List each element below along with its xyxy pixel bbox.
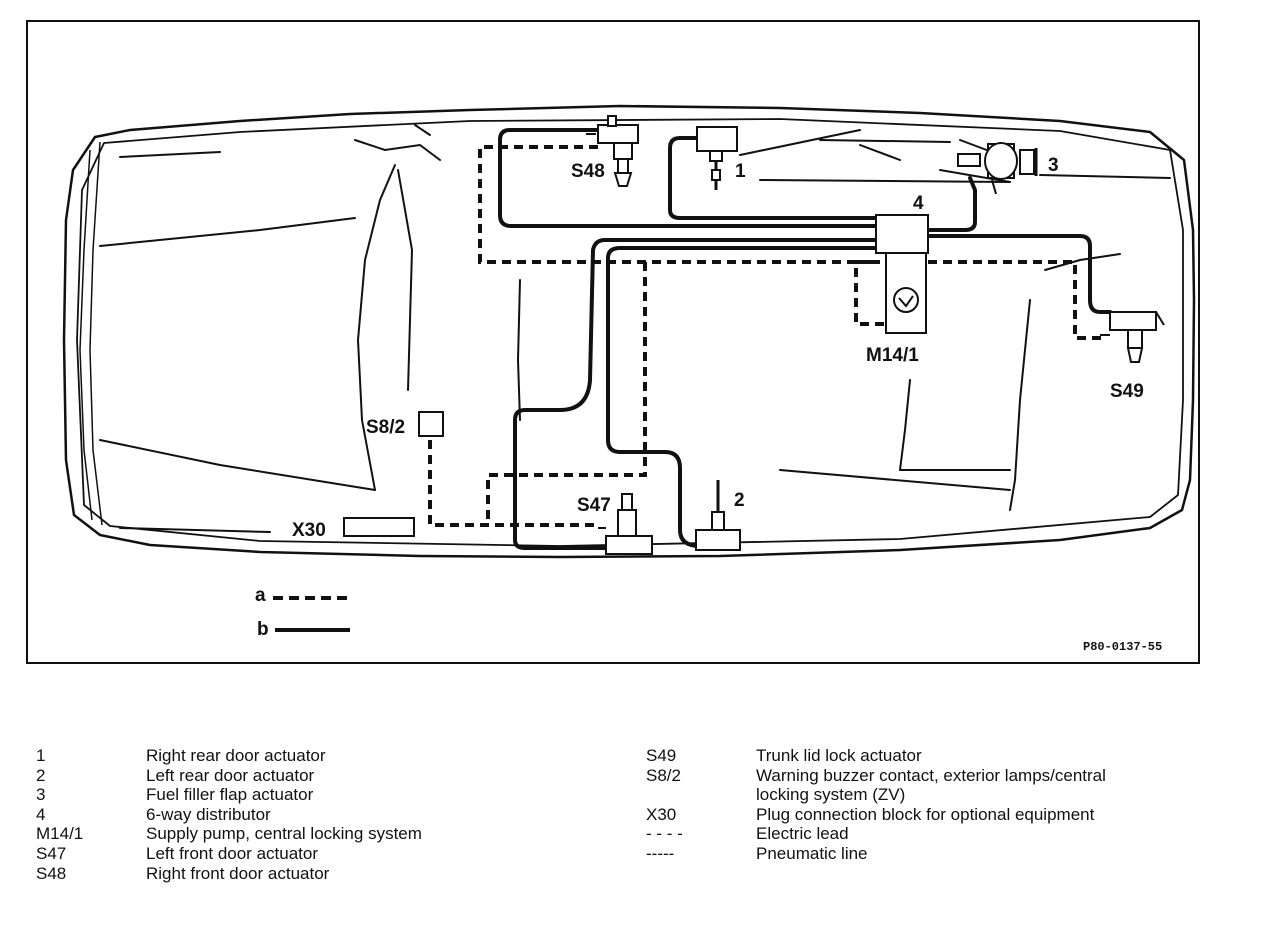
warning-buzzer-contact xyxy=(418,411,444,437)
legend-key: X30 xyxy=(646,804,677,824)
s47-actuator xyxy=(598,493,653,555)
car-body-outline xyxy=(62,104,1196,559)
right-rear-door-actuator xyxy=(696,126,738,190)
legend-key: S48 xyxy=(36,863,67,883)
legend-text: Right rear door actuator xyxy=(146,746,326,765)
diagram-frame xyxy=(26,20,1200,664)
legend-key: M14/1 xyxy=(36,824,84,844)
legend-key: 4 xyxy=(36,804,46,824)
label-m14: M14/1 xyxy=(866,345,919,366)
s48-actuator xyxy=(586,115,639,187)
label-x30: X30 xyxy=(292,520,326,541)
legend-key: - - - - xyxy=(646,824,683,844)
legend-text: Supply pump, central locking system xyxy=(146,824,422,844)
legend-row: 4 6-way distributor xyxy=(36,805,422,825)
label-1: 1 xyxy=(735,161,746,182)
legend-text: Fuel filler flap actuator xyxy=(146,785,314,805)
legend-key: 3 xyxy=(36,785,46,805)
legend-left-column: 1 Right rear door actuator 2 Left rear door… xyxy=(36,746,422,883)
legend-text: Plug connection block for optional equip… xyxy=(756,804,1095,824)
label-s47: S47 xyxy=(577,495,611,516)
legend-row: ----- Pneumatic line xyxy=(646,844,1106,864)
legend-key: S47 xyxy=(36,843,67,863)
legend-row: S8/2 Warning buzzer contact, exterior lam… xyxy=(646,766,1106,786)
legend-row: 3 Fuel filler flap actuator xyxy=(36,785,422,805)
figure-code: P80-0137-55 xyxy=(1083,640,1162,654)
central-locking-diagram: S48 1 3 4 M14/1 S49 S8/2 S47 2 X30 a b P… xyxy=(26,20,1200,664)
legend-text: Electric lead xyxy=(756,824,849,844)
legend-text: Left front door actuator xyxy=(146,843,318,863)
legend-text: Right front door actuator xyxy=(146,863,330,883)
label-s82: S8/2 xyxy=(366,417,405,438)
supply-pump xyxy=(885,252,927,334)
legend-row: S49 Trunk lid lock actuator xyxy=(646,746,1106,766)
label-s49: S49 xyxy=(1110,381,1144,402)
plug-connection-block xyxy=(343,517,415,537)
legend-row: - - - - Electric lead xyxy=(646,824,1106,844)
electric-leads xyxy=(428,145,1105,527)
legend-row: 2 Left rear door actuator xyxy=(36,766,422,786)
label-3: 3 xyxy=(1048,155,1059,176)
legend-key: ----- xyxy=(646,843,675,863)
legend-key: 2 xyxy=(36,765,46,785)
legend-row: S47 Left front door actuator xyxy=(36,844,422,864)
legend-text: Left rear door actuator xyxy=(146,765,315,785)
pneumatic-lines xyxy=(498,128,1112,550)
legend-key: S49 xyxy=(646,746,677,765)
trunk-lid-lock-actuator xyxy=(1100,311,1165,363)
legend-text: Trunk lid lock actuator xyxy=(756,746,922,765)
legend-text: locking system (ZV) xyxy=(756,785,906,805)
legend-text: Pneumatic line xyxy=(756,843,868,863)
legend-row: X30 Plug connection block for optional eq… xyxy=(646,805,1106,825)
left-rear-door-actuator xyxy=(695,480,741,551)
legend-row: locking system (ZV) xyxy=(646,785,1106,805)
legend-row: S48 Right front door actuator xyxy=(36,864,422,884)
label-s48: S48 xyxy=(571,161,605,182)
label-4: 4 xyxy=(913,193,924,214)
label-2: 2 xyxy=(734,490,745,511)
label-b: b xyxy=(257,619,269,640)
label-a: a xyxy=(255,585,266,606)
legend-key: S8/2 xyxy=(646,765,681,785)
legend-text: Warning buzzer contact, exterior lamps/c… xyxy=(756,765,1106,785)
car-interior-lines xyxy=(99,124,1171,533)
fuel-filler-flap-actuator xyxy=(957,142,1038,195)
legend-text: 6-way distributor xyxy=(146,804,271,824)
legend-key: 1 xyxy=(36,746,46,765)
legend-row: 1 Right rear door actuator xyxy=(36,746,422,766)
six-way-distributor xyxy=(875,214,929,254)
legend-key xyxy=(646,785,756,805)
legend-row: M14/1 Supply pump, central locking system xyxy=(36,824,422,844)
